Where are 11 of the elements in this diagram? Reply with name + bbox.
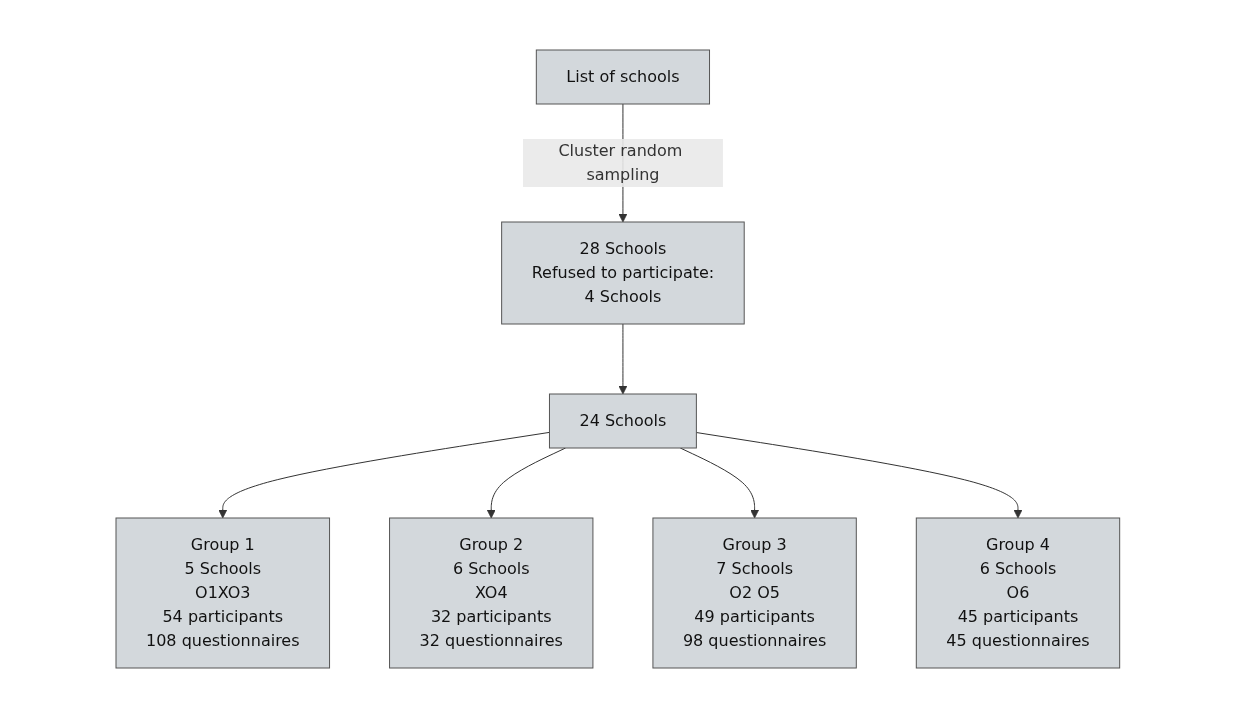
node-box: Group 1 5 Schools O1XO3 54 participants 108 questionnaires (115, 517, 330, 669)
edge-label: Cluster random sampling (558, 141, 682, 184)
node-box: Group 3 7 Schools O2 O5 49 participants 98 questionnaires (652, 517, 857, 669)
arrow (218, 431, 550, 519)
node-box: Group 4 6 Schools O6 45 participants 45 questionnaires (915, 517, 1120, 669)
node-box: 28 Schools Refused to participate: 4 Schools (500, 221, 745, 325)
node-box: Group 2 6 Schools XO4 32 participants 32 questionnaires (388, 517, 594, 669)
node-box: List of schools (535, 49, 710, 105)
arrow (695, 432, 1023, 519)
arrow (618, 323, 627, 395)
node-box: 24 Schools (548, 393, 697, 449)
